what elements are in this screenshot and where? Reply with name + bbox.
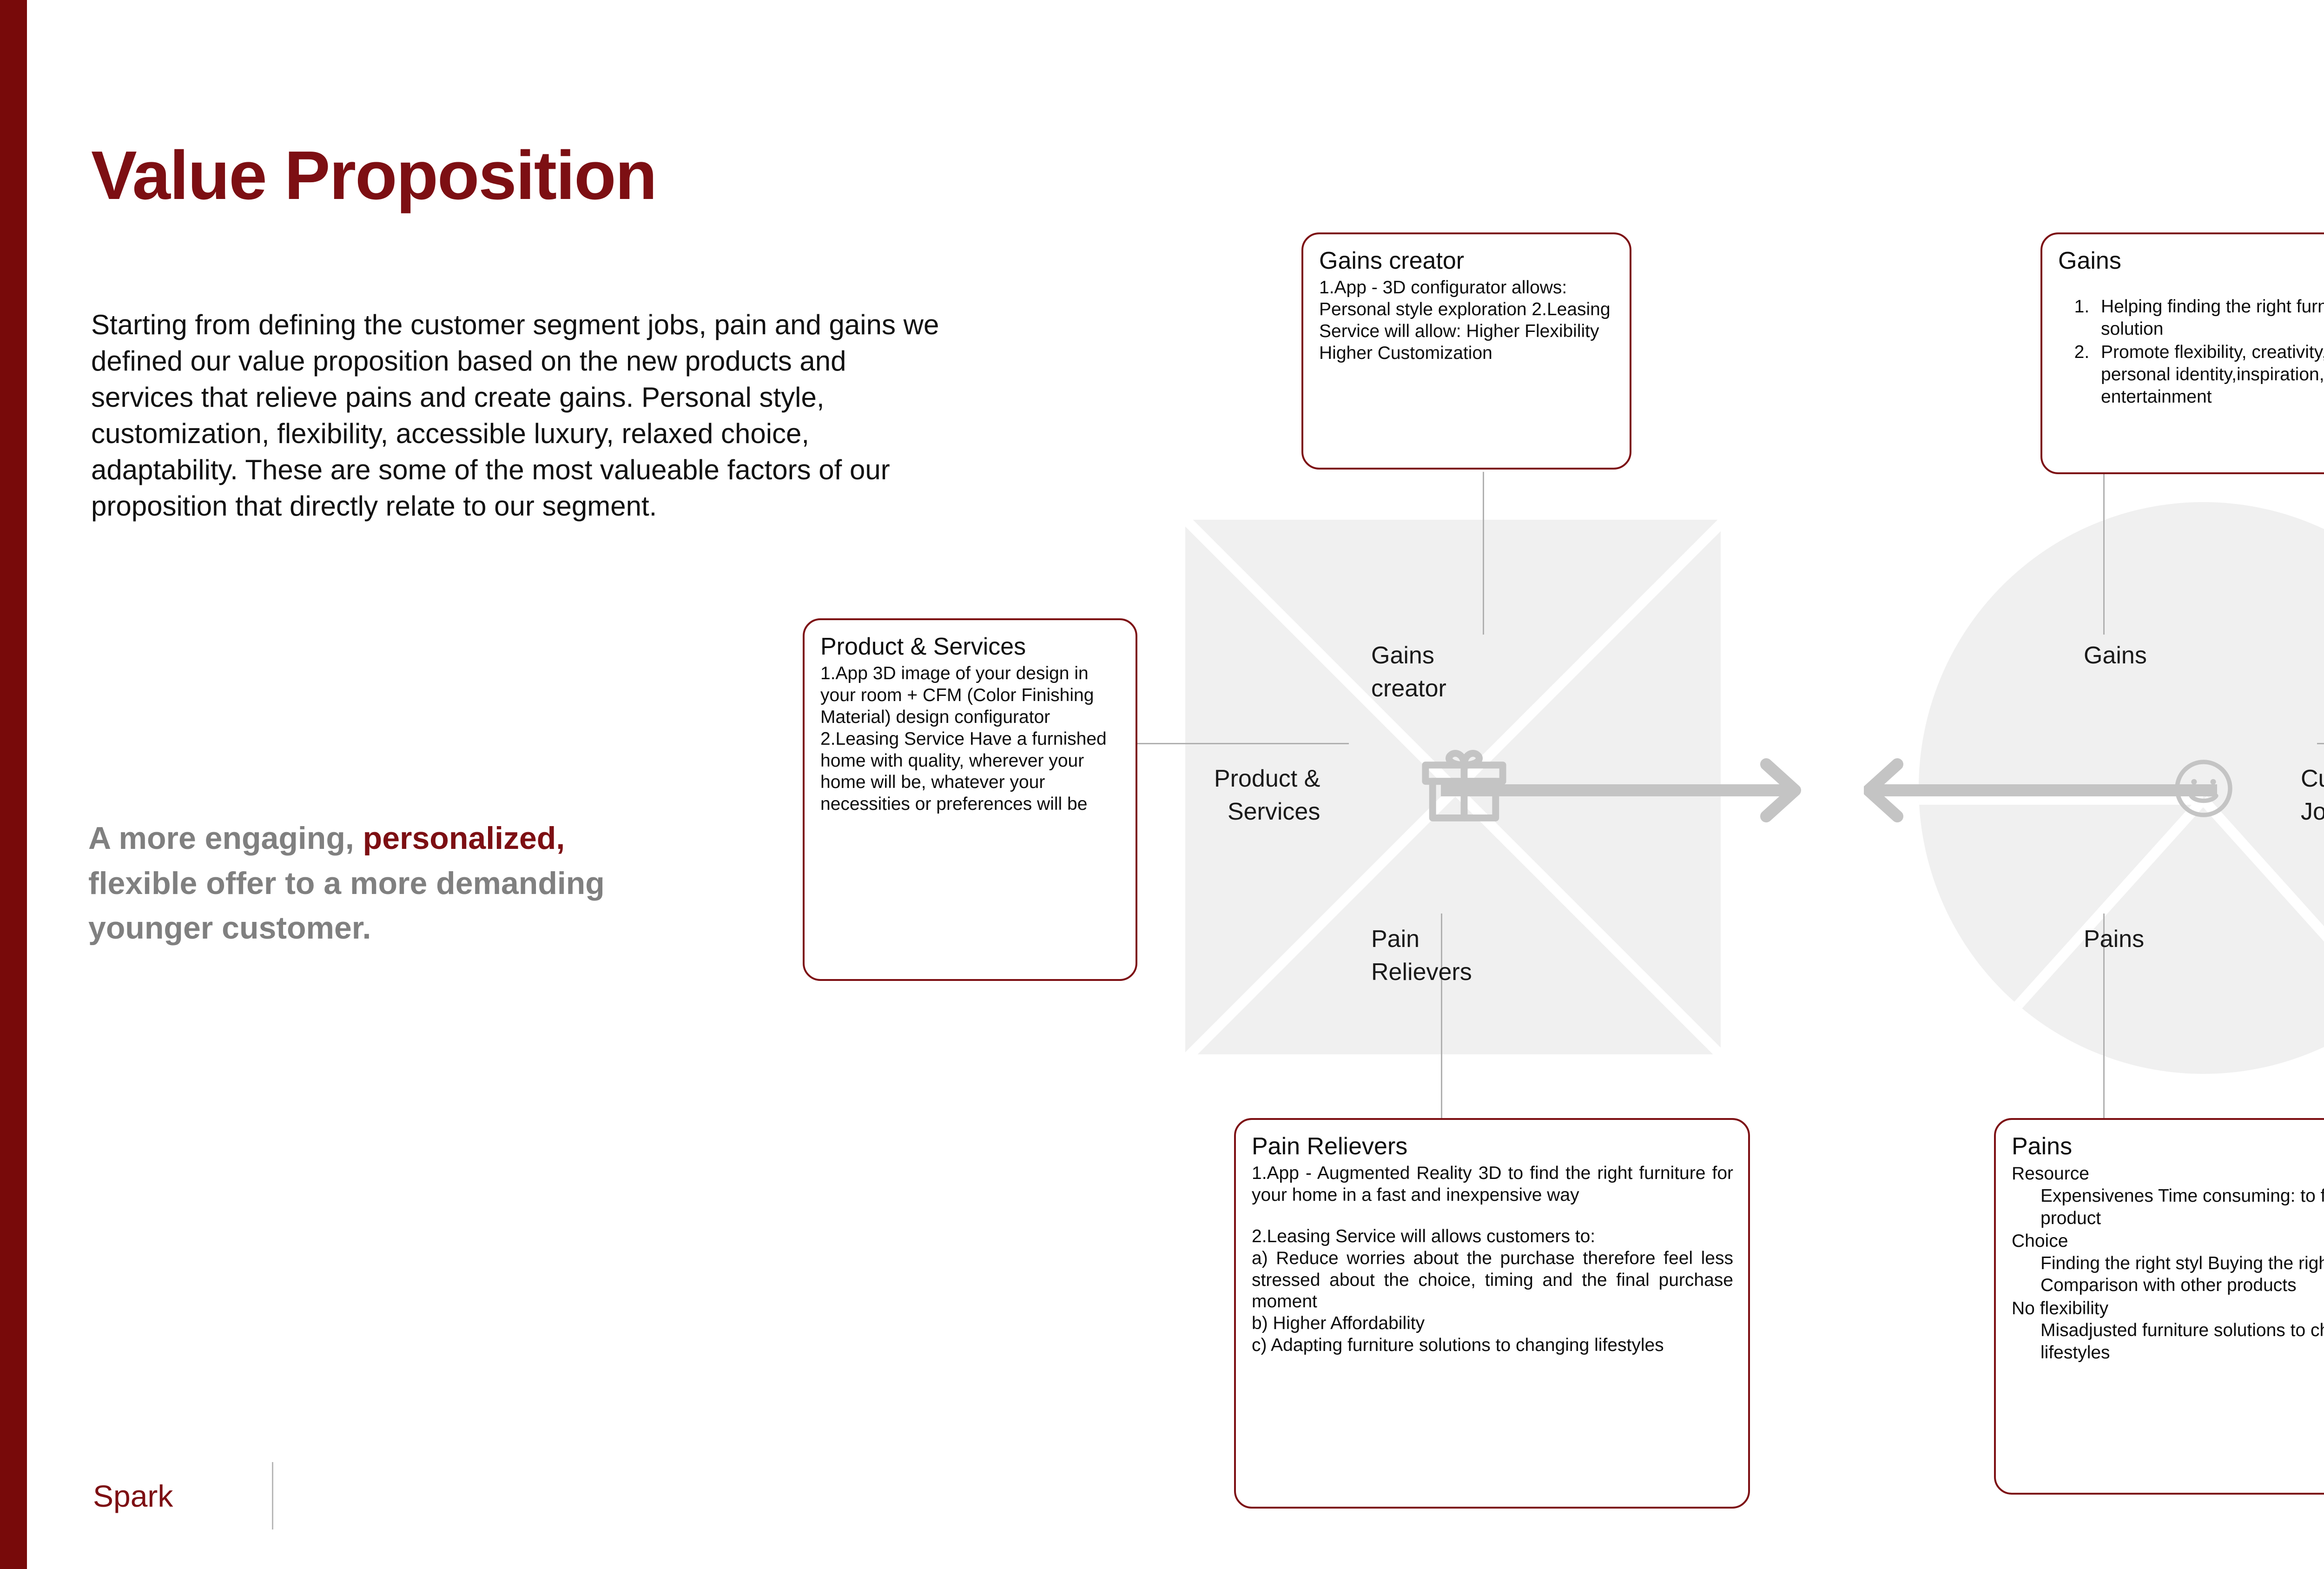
- callout-gains-list: Helping finding the right furniture solu…: [2094, 296, 2324, 408]
- callout-gains-creator[interactable]: Gains creator 1.App - 3D configurator al…: [1301, 232, 1631, 470]
- tagline-highlight: personalized,: [363, 821, 565, 856]
- callout-pain-relievers-title: Pain Relievers: [1252, 1133, 1408, 1160]
- label-product-services: Product & Services: [1214, 762, 1320, 828]
- label-customer-job: Customer Job: [2301, 762, 2324, 828]
- callout-pains-group-name: No flexibility: [2012, 1298, 2109, 1318]
- footer-logo: Spark: [93, 1479, 173, 1513]
- label-pain-relievers-l1: Pain: [1371, 926, 1420, 953]
- list-item: Promote flexibility, creativity, persona…: [2094, 341, 2324, 408]
- callout-pains-group-text: Misadjusted furniture solutions to chang…: [2040, 1320, 2324, 1363]
- callout-pain-relievers[interactable]: Pain Relievers 1.App - Augmented Reality…: [1234, 1118, 1750, 1509]
- callout-pains-group-text: Expensivenes Time consuming: to find the…: [2040, 1185, 2324, 1228]
- callout-pains-group-name: Resource: [2012, 1164, 2089, 1184]
- callout-pain-relievers-p1: 1.App - Augmented Reality 3D to find the…: [1252, 1163, 1733, 1205]
- label-gains: Gains: [2084, 642, 2147, 669]
- left-accent-bar: [0, 0, 27, 1569]
- label-customer-job-l1: Customer: [2301, 765, 2324, 792]
- leader-line-pain-relievers: [1441, 914, 1442, 1120]
- tagline-part2: flexible offer to a more demanding young…: [88, 865, 605, 946]
- callout-pains-title: Pains: [2012, 1133, 2073, 1160]
- callout-product-services-title: Product & Services: [820, 633, 1026, 660]
- label-gains-creator-l2: creator: [1371, 675, 1446, 702]
- gift-icon: [1422, 750, 1506, 821]
- smiley-face-icon: [2175, 760, 2232, 817]
- callout-pain-relievers-p4: b) Higher Affordability: [1252, 1313, 1425, 1334]
- leader-line-pains: [2103, 914, 2105, 1120]
- callout-pain-relievers-p2: 2.Leasing Service will allows customers …: [1252, 1226, 1596, 1246]
- label-gains-creator-l1: Gains: [1371, 642, 1434, 669]
- tagline-part1: A more engaging,: [88, 821, 354, 856]
- leader-line-gains-creator: [1483, 472, 1484, 635]
- tagline: A more engaging, personalized, flexible …: [88, 816, 674, 951]
- label-pains: Pains: [2084, 926, 2145, 953]
- customer-profile-spoke-1: [2199, 796, 2324, 1024]
- label-product-services-l1: Product &: [1214, 765, 1320, 792]
- footer-divider: [272, 1462, 273, 1529]
- callout-gains-creator-title: Gains creator: [1319, 247, 1465, 274]
- callout-pain-relievers-spacer: [1252, 1206, 1733, 1226]
- callout-pains-group: Resource Expensivenes Time consuming: to…: [2012, 1163, 2324, 1229]
- callout-pains-group: No flexibility Misadjusted furniture sol…: [2012, 1298, 2324, 1364]
- callout-pain-relievers-p5: c) Adapting furniture solutions to chang…: [1252, 1335, 1664, 1355]
- callout-gains-creator-body: 1.App - 3D configurator allows: Personal…: [1319, 278, 1611, 363]
- callout-gains-title: Gains: [2058, 247, 2121, 274]
- intro-paragraph: Starting from defining the customer segm…: [91, 309, 939, 522]
- label-pain-relievers: Pain Relievers: [1371, 923, 1472, 988]
- arrow-left-svg: [1864, 758, 2217, 822]
- arrow-right-svg: [1441, 758, 1801, 822]
- callout-product-services[interactable]: Product & Services 1.App 3D image of you…: [803, 618, 1137, 981]
- callout-pains-group-name: Choice: [2012, 1231, 2068, 1251]
- label-product-services-l2: Services: [1227, 798, 1320, 825]
- callout-product-services-body: 1.App 3D image of your design in your ro…: [820, 663, 1107, 814]
- label-gains-creator: Gains creator: [1371, 639, 1446, 705]
- list-item: Helping finding the right furniture solu…: [2094, 296, 2324, 340]
- label-customer-job-l2: Job: [2301, 798, 2324, 825]
- leader-line-customer-job: [2317, 743, 2324, 744]
- label-pain-relievers-l2: Relievers: [1371, 958, 1472, 986]
- callout-pains[interactable]: Pains Resource Expensivenes Time consumi…: [1994, 1118, 2324, 1495]
- callout-pain-relievers-p3: a) Reduce worries about the purchase the…: [1252, 1248, 1733, 1312]
- callout-pains-group: Choice Finding the right styl Buying the…: [2012, 1230, 2324, 1297]
- leader-line-product-services: [1137, 743, 1349, 744]
- callout-pains-group-text: Finding the right styl Buying the right …: [2040, 1253, 2324, 1296]
- leader-line-gains: [2103, 472, 2105, 635]
- page-title: Value Proposition: [91, 137, 657, 214]
- callout-gains[interactable]: Gains Helping finding the right furnitur…: [2040, 232, 2324, 474]
